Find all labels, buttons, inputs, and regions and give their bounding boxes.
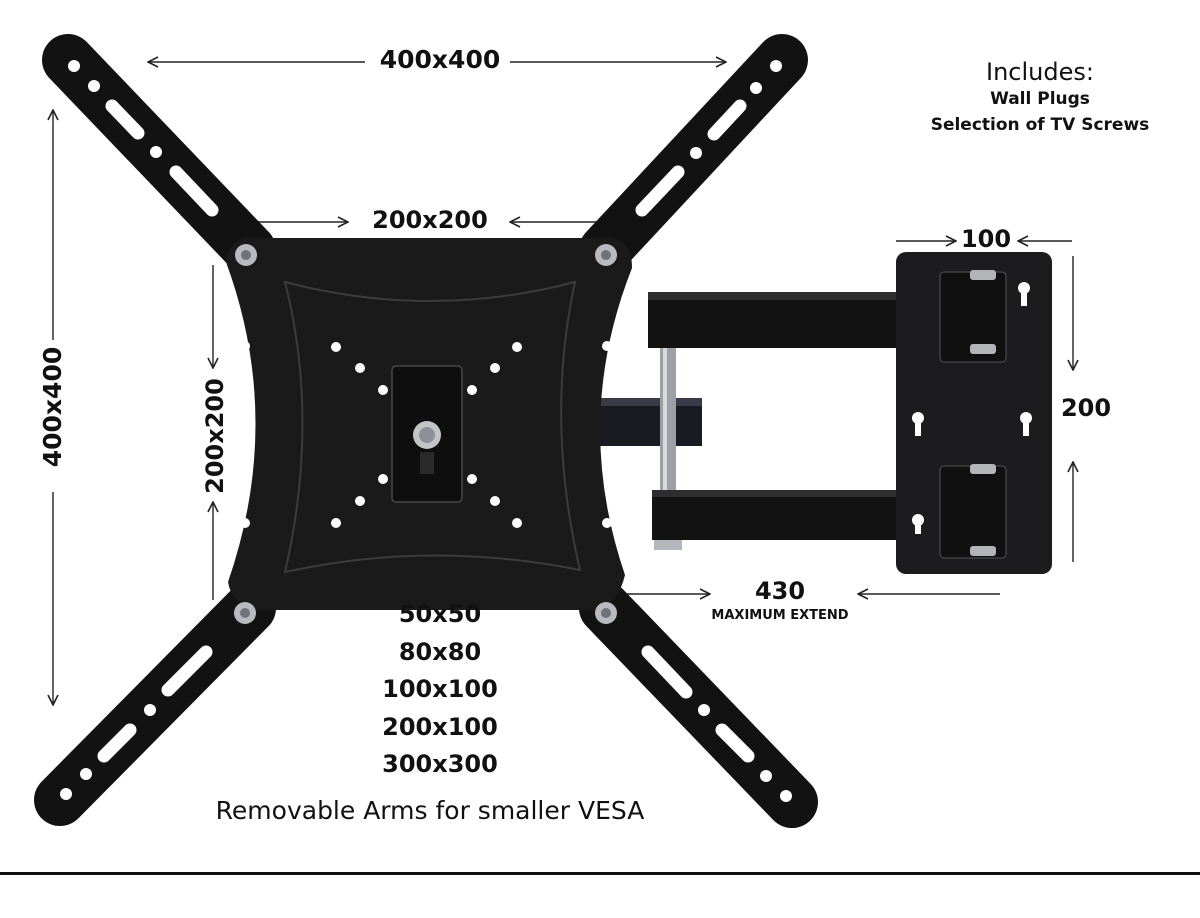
vesa-size-item: 80x80 bbox=[398, 637, 482, 666]
arm-screws bbox=[234, 244, 617, 624]
vesa-size-item: 100x100 bbox=[382, 675, 498, 703]
left-dimension-label: 400x400 bbox=[38, 346, 67, 468]
dimension-lines bbox=[53, 62, 1073, 705]
vesa-arms bbox=[34, 34, 818, 828]
vesa-size-list: 50x50 80x80 100x100 200x100 300x300 bbox=[340, 596, 540, 784]
wall-plate-height-label: 200 bbox=[1060, 394, 1112, 422]
footer-divider bbox=[0, 872, 1200, 875]
arm-bottom-left bbox=[34, 582, 276, 826]
includes-item-tv-screws: Selection of TV Screws bbox=[930, 115, 1150, 135]
vesa-size-item: 300x300 bbox=[382, 750, 498, 778]
arm-bottom-right bbox=[579, 582, 818, 828]
includes-item-wall-plugs: Wall Plugs bbox=[990, 89, 1090, 109]
includes-box: Includes: Wall Plugs Selection of TV Scr… bbox=[920, 58, 1160, 138]
back-plate bbox=[226, 238, 632, 624]
vesa-size-item: 200x100 bbox=[382, 712, 498, 741]
removable-arms-note: Removable Arms for smaller VESA bbox=[215, 796, 645, 825]
extension-caption-label: MAXIMUM EXTEND bbox=[711, 608, 849, 623]
keyhole-slots bbox=[912, 282, 1032, 534]
vesa-size-item: 50x50 bbox=[398, 600, 482, 628]
includes-heading: Includes: bbox=[986, 58, 1094, 86]
wall-plate-width-label: 100 bbox=[960, 225, 1012, 253]
wall-plate bbox=[896, 252, 1052, 574]
vesa-holes bbox=[240, 341, 612, 528]
top-dimension-label: 400x400 bbox=[379, 45, 501, 74]
arm-top-left bbox=[42, 34, 276, 276]
extension-value-label: 430 bbox=[754, 577, 806, 605]
arm-top-right bbox=[579, 34, 808, 276]
inner-height-label: 200x200 bbox=[201, 378, 229, 494]
inner-width-label: 200x200 bbox=[372, 206, 488, 234]
